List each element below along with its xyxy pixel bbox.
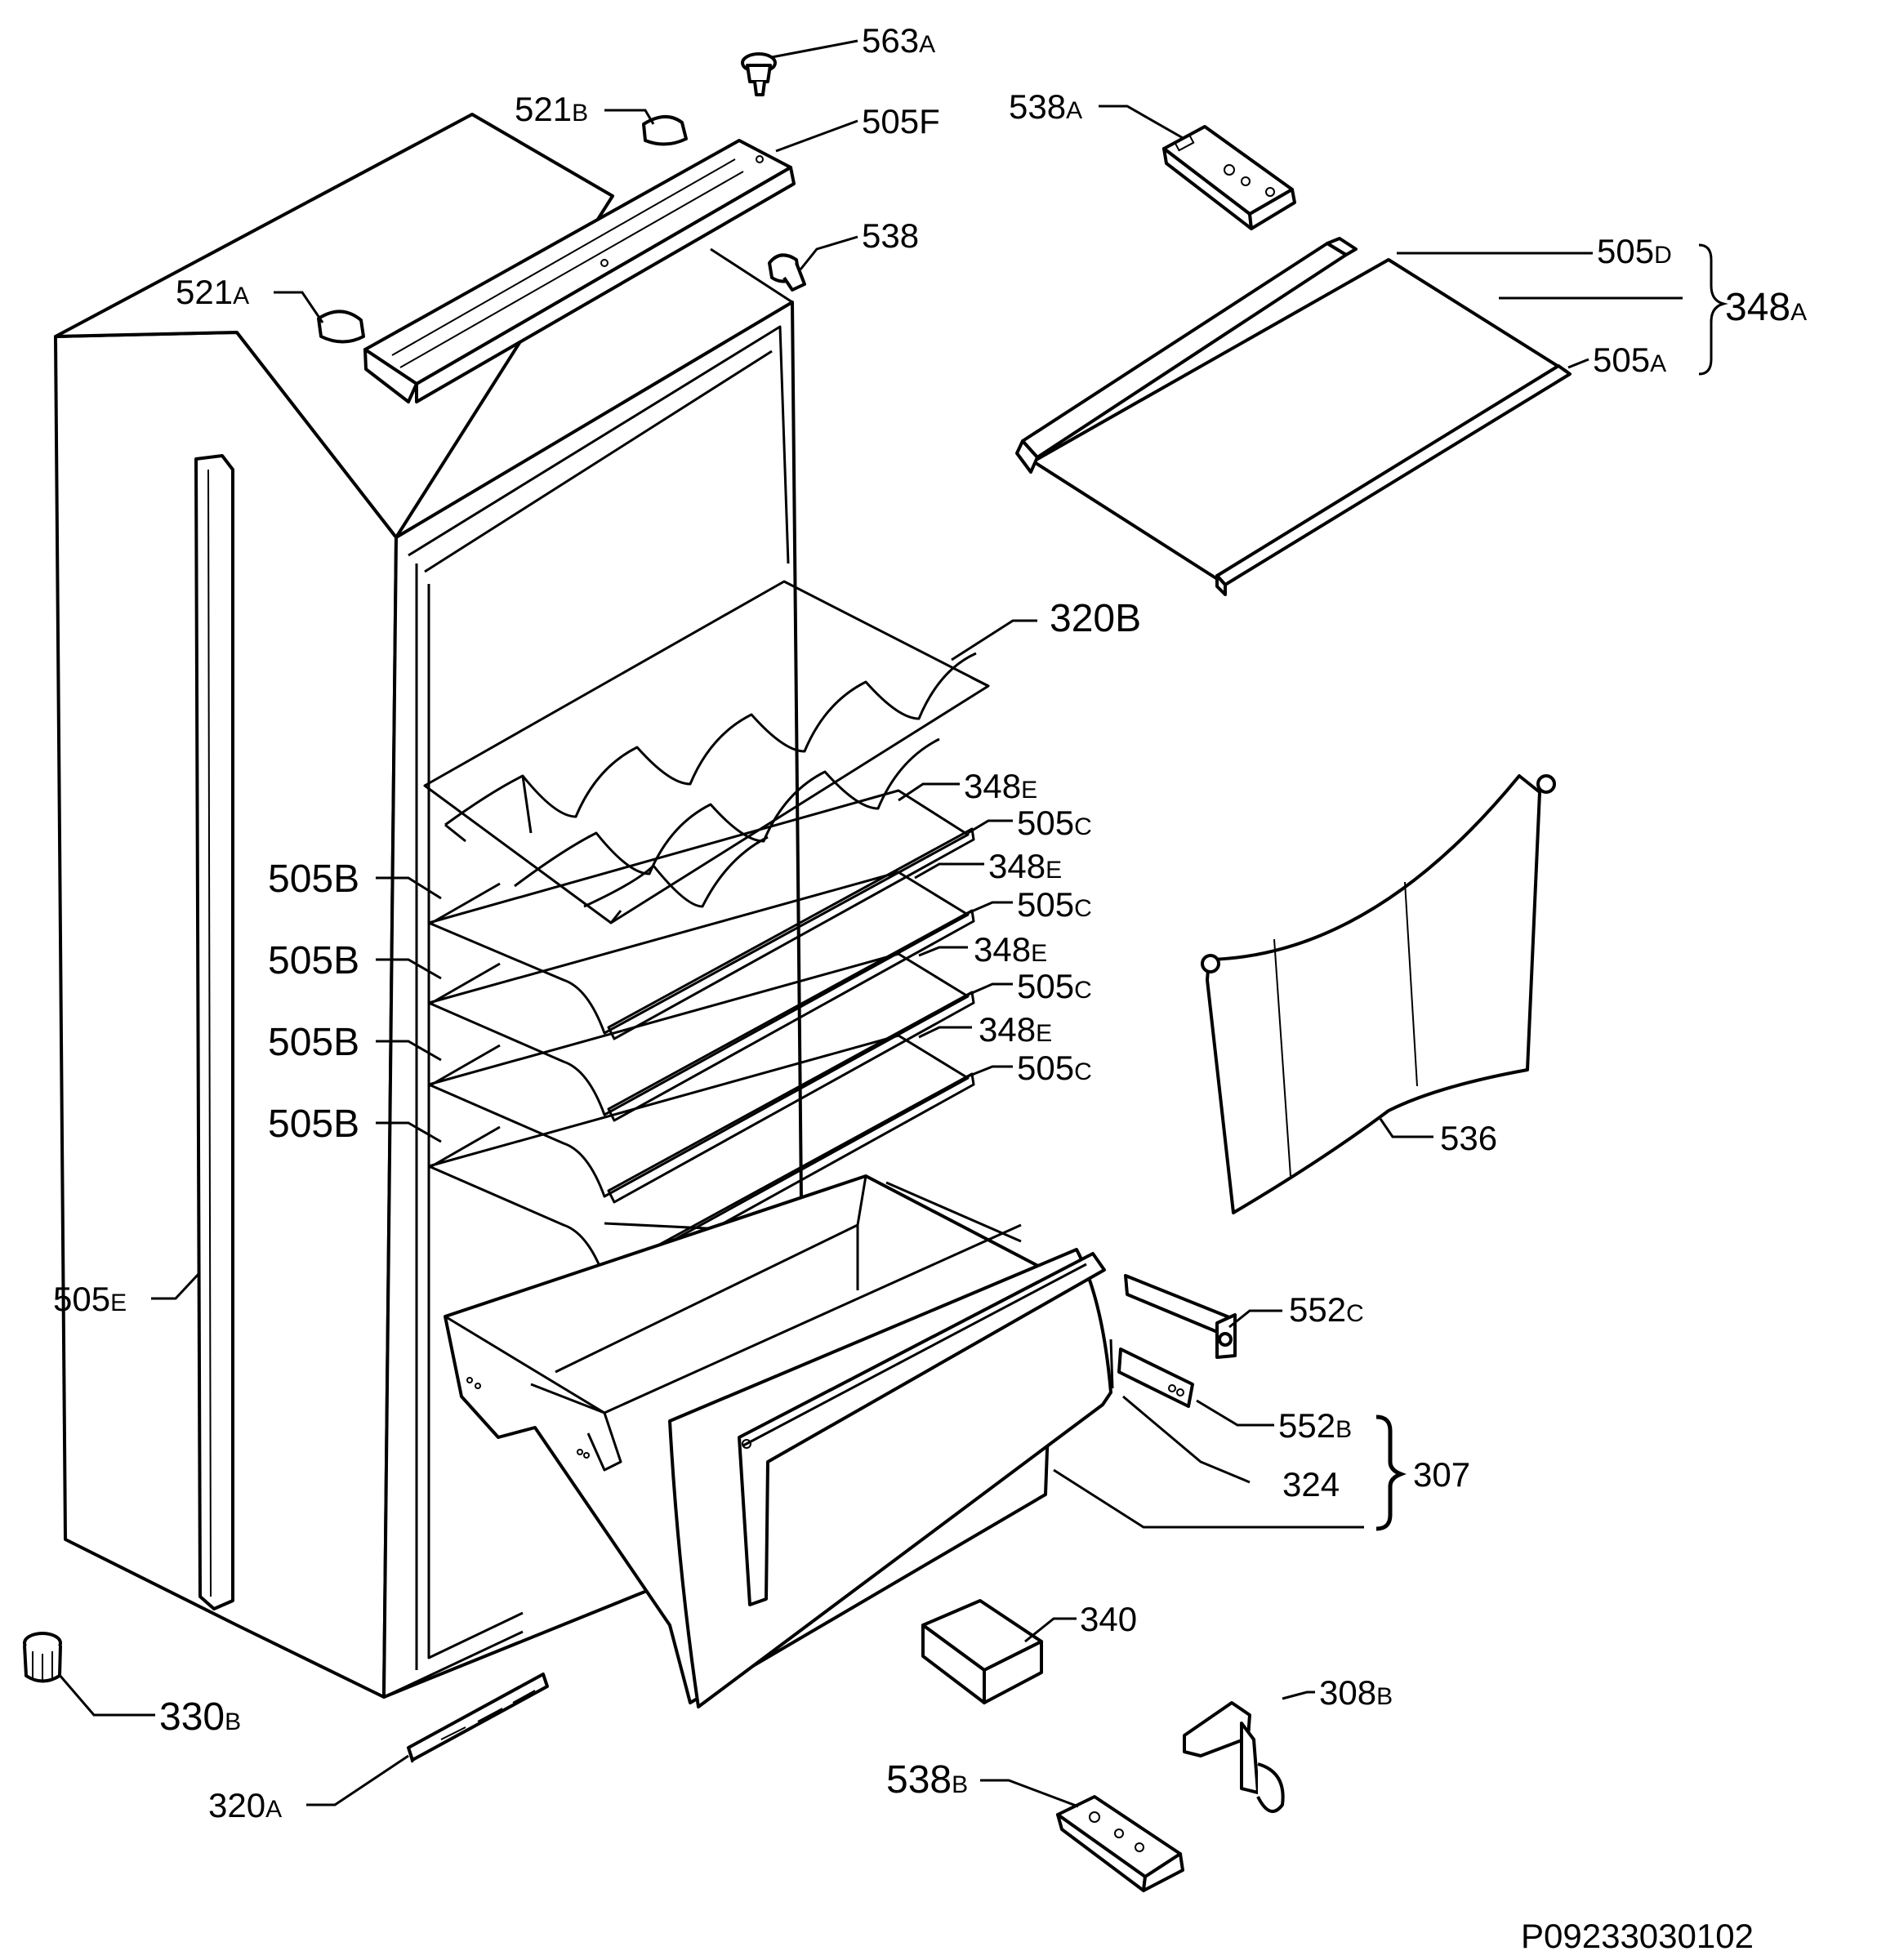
- callout-505E: 505E: [53, 1280, 127, 1318]
- glass-shelf: [428, 789, 975, 1040]
- callout-563A: 563A: [862, 21, 935, 60]
- document-code: P09233030102: [1521, 1917, 1754, 1955]
- callout-552C: 552C: [1289, 1290, 1364, 1329]
- door-seal-strip: [194, 454, 234, 1610]
- callout-348E-3: 348E: [974, 930, 1047, 969]
- callout-505B-4: 505B: [268, 1102, 359, 1146]
- callout-348E-4: 348E: [979, 1010, 1052, 1049]
- callout-320B: 320B: [1050, 597, 1141, 640]
- rail-part: [1117, 1348, 1194, 1408]
- callout-505C-2: 505C: [1017, 885, 1092, 924]
- crisper-drawer-assembly: [444, 1174, 1114, 1708]
- hinge-pin-part: [768, 253, 806, 292]
- callout-505B-3: 505B: [268, 1021, 359, 1064]
- callout-521B: 521B: [515, 90, 588, 128]
- hinge-part: [1183, 1701, 1285, 1813]
- screw-part: [741, 52, 777, 96]
- callout-348E-1: 348E: [964, 767, 1037, 805]
- callout-340: 340: [1080, 1600, 1137, 1638]
- callout-348A: 348A: [1725, 286, 1807, 329]
- callout-536: 536: [1440, 1119, 1497, 1157]
- callout-505B-1: 505B: [268, 858, 359, 901]
- callout-labels: 563A 521B 505F 538A 538 521A 505D 348A 5…: [53, 21, 1807, 1955]
- callout-320A: 320A: [208, 1786, 282, 1824]
- door-bin-part: [1201, 774, 1556, 1214]
- callout-308B: 308B: [1319, 1673, 1393, 1712]
- top-rail-part: [363, 139, 796, 403]
- callout-330B: 330B: [159, 1695, 241, 1739]
- callout-552B: 552B: [1278, 1406, 1352, 1445]
- cap-part: [317, 310, 365, 344]
- glass-shelf: [428, 952, 975, 1204]
- callout-505A: 505A: [1593, 341, 1666, 379]
- callout-505C-4: 505C: [1017, 1049, 1092, 1087]
- callout-521A: 521A: [176, 273, 249, 311]
- glass-shelf: [428, 871, 975, 1122]
- callout-324: 324: [1282, 1465, 1340, 1503]
- callout-505C-1: 505C: [1017, 804, 1092, 842]
- accessory-box-part: [921, 1599, 1043, 1704]
- callout-505F: 505F: [862, 102, 940, 140]
- hinge-part: [1056, 1795, 1184, 1892]
- rail-part: [1124, 1274, 1237, 1359]
- callout-538: 538: [862, 216, 919, 255]
- callout-505D: 505D: [1597, 232, 1672, 270]
- callout-538A: 538A: [1009, 87, 1082, 126]
- glass-shelf-assembly: [1015, 237, 1572, 596]
- vent-grille-part: [407, 1673, 549, 1763]
- callout-505B-2: 505B: [268, 939, 359, 982]
- callout-307: 307: [1413, 1455, 1470, 1494]
- hinge-part: [1162, 125, 1296, 230]
- callout-538B: 538B: [886, 1758, 968, 1802]
- wine-rack-part: [423, 580, 990, 924]
- leader-lines: [57, 39, 1728, 1808]
- adjustable-foot-part: [23, 1632, 62, 1683]
- callout-348E-2: 348E: [988, 847, 1062, 885]
- callout-505C-3: 505C: [1017, 967, 1092, 1005]
- cap-part: [642, 115, 688, 146]
